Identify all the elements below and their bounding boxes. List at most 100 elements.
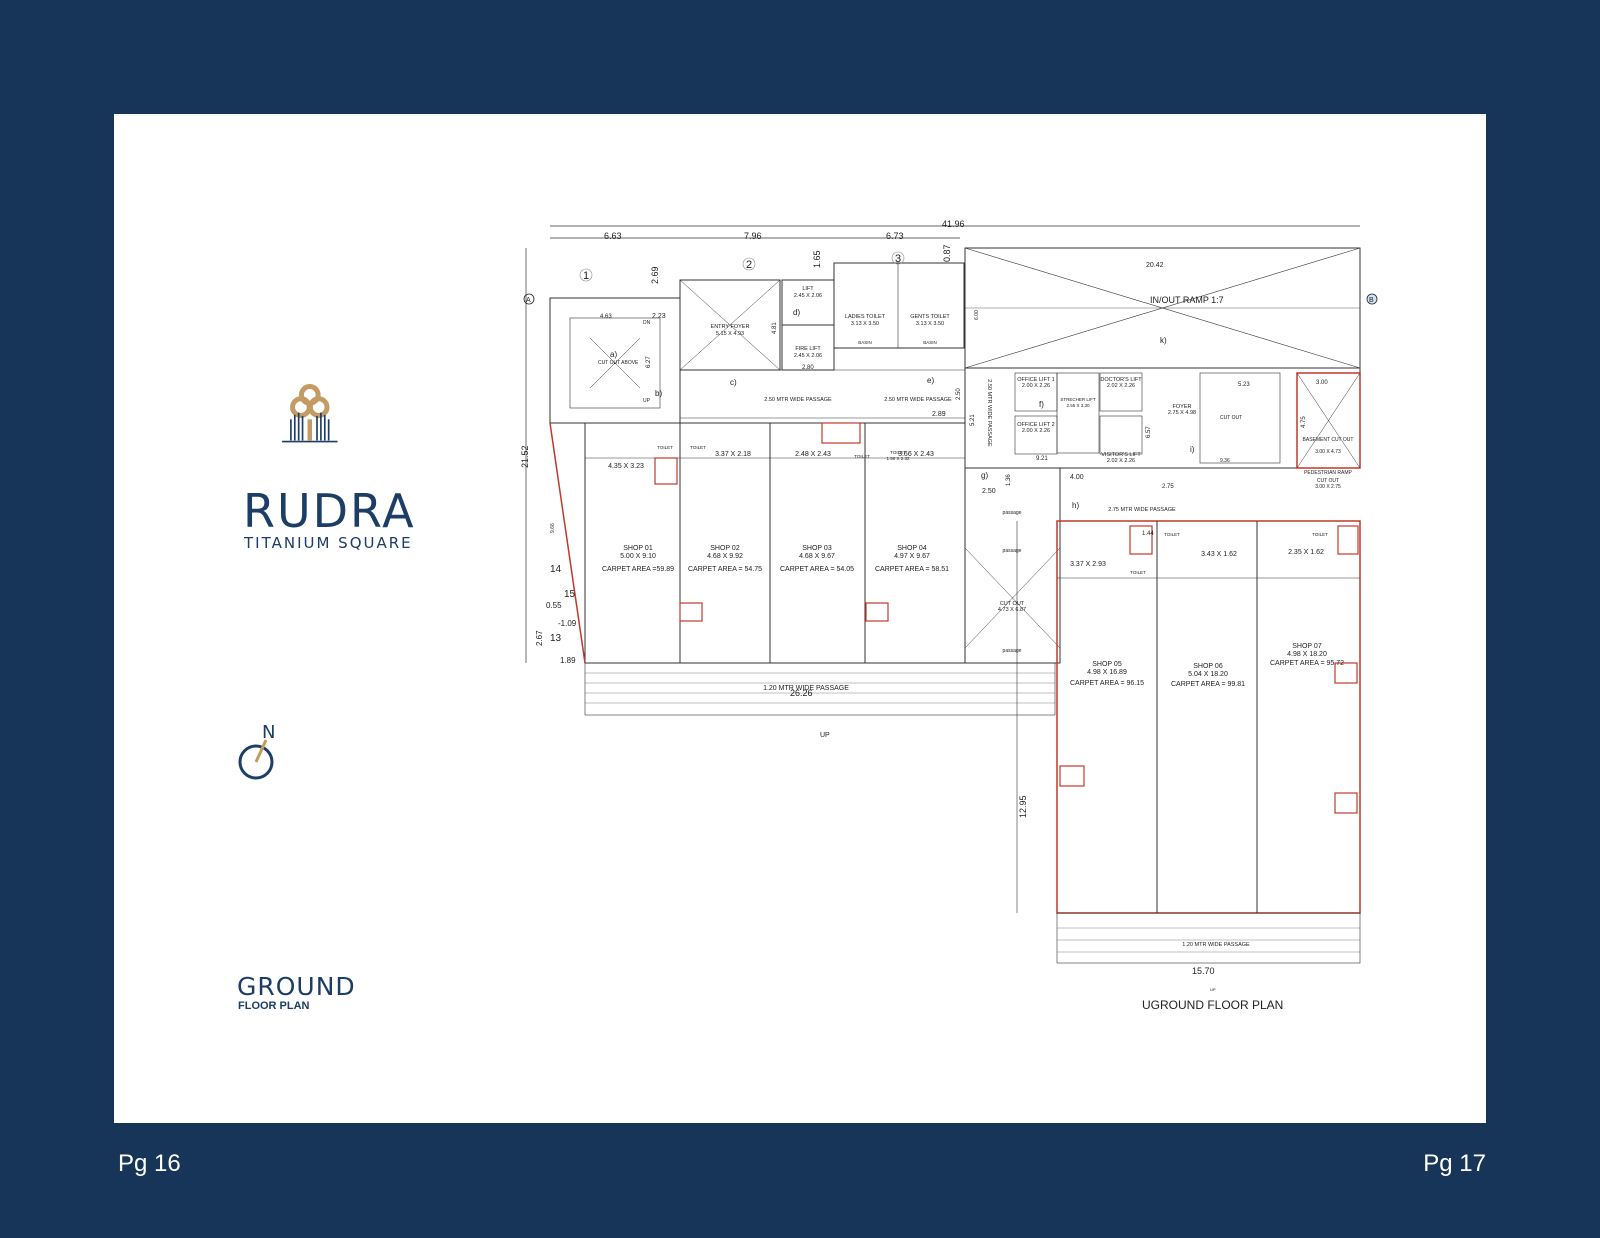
shop-3-carpet: CARPET AREA = 54.05 [780, 566, 854, 573]
zone-c: c) [730, 378, 737, 387]
dim-9-21: 9.21 [1036, 456, 1048, 462]
note-cut-out-above: CUT OUT ABOVE [598, 360, 639, 366]
shop-4-carpet: CARPET AREA = 58.51 [875, 566, 949, 573]
grid-marker-3: 3 [895, 253, 901, 265]
passage-note-1: passage [1003, 510, 1022, 516]
shop-3-size: 4.68 X 9.67 [799, 553, 835, 560]
zone-i: i) [1190, 445, 1195, 454]
shop-3-name: SHOP 03 [802, 545, 832, 552]
room-entry-foyer-name: ENTRY FOYER [711, 324, 750, 330]
small-room-1: 4.35 X 3.23 [608, 463, 644, 470]
dim-lower-wing-width: 15.70 [1192, 966, 1215, 976]
dim-6-00: 6.00 [974, 310, 980, 320]
passage-3: 2.50 MTR WIDE PASSAGE [986, 379, 992, 447]
room-toilet-small-6: TOILET [1312, 532, 1328, 537]
dim-4-00: 4.00 [1070, 474, 1084, 481]
shop-2-name: SHOP 02 [710, 545, 740, 552]
room-pedestrian-ramp-size: 3.00 X 2.75 [1315, 484, 1341, 490]
note-cut-out: CUT OUT [1220, 415, 1242, 421]
dim-4-75: 4.75 [1301, 416, 1307, 428]
room-lift-name: LIFT [802, 286, 814, 292]
grid-marker-13: 13 [550, 633, 562, 644]
up-label-1: UP [820, 732, 830, 739]
dim-2-50b: 2.50 [982, 488, 996, 495]
room-doctors-lift-name: DOCTOR'S LIFT [1100, 377, 1142, 383]
dim-0-55: 0.55 [546, 601, 562, 610]
dim-6-27: 6.27 [646, 356, 652, 368]
shop-1-name: SHOP 01 [623, 545, 653, 552]
dim-3-00: 3.00 [1316, 380, 1328, 386]
room-visitors-lift-size: 2.02 X 2.26 [1107, 458, 1135, 464]
note-dn: DN [643, 320, 651, 326]
shop-1-carpet: CARPET AREA =59.89 [602, 566, 674, 573]
room-basement-cut-out-size: 3.00 X 4.73 [1315, 449, 1341, 455]
room-gents-toilet-size: 3.13 X 3.50 [916, 321, 944, 327]
room-visitors-lift-name: VISITOR'S LIFT [1101, 452, 1141, 458]
small-room-6: 3.43 X 1.62 [1201, 551, 1237, 558]
ramp-label: IN/OUT RAMP 1:7 [1150, 295, 1224, 305]
shop-5-name: SHOP 05 [1092, 661, 1122, 668]
dim-ramp-width: 20.42 [1146, 262, 1164, 269]
shop-6-name: SHOP 06 [1193, 663, 1223, 670]
dim-6-57: 6.57 [1146, 426, 1152, 438]
dim-left-height: 21.52 [520, 445, 530, 468]
dim-1-09: -1.09 [558, 619, 577, 628]
grid-marker-15: 15 [564, 589, 576, 600]
shop-7-carpet: CARPET AREA = 95.72 [1270, 660, 1344, 667]
zone-a: a) [610, 350, 617, 359]
north-arrow-icon: N [238, 724, 275, 780]
up-label-2: UP [1210, 987, 1216, 992]
dim-seg-2: 7.96 [744, 231, 762, 241]
room-pedestrian-ramp-name: PEDESTRIAN RAMP [1304, 470, 1352, 476]
room-office-lift-2-name: OFFICE LIFT 2 [1017, 422, 1055, 428]
floor-title: GROUND [237, 972, 356, 1001]
room-ladies-toilet-size: 3.13 X 3.50 [851, 321, 879, 327]
room-cutout-mid-size: 4.73 X 6.87 [998, 607, 1026, 613]
dim-1-89: 1.89 [560, 656, 576, 665]
dim-4-63: 4.63 [600, 314, 612, 320]
dim-9-66: 9.66 [550, 523, 556, 533]
dim-2-75: 2.75 [1162, 484, 1174, 490]
room-office-lift-1-size: 2.00 X 2.26 [1022, 383, 1050, 389]
dim-2-50: 2.50 [956, 388, 962, 400]
room-strecher-lift-name: STRECHER LIFT [1060, 397, 1096, 402]
rudra-logo-icon [282, 384, 338, 443]
zone-e: e) [927, 376, 934, 385]
room-entry-foyer-size: 5.15 X 4.93 [716, 331, 744, 337]
room-doctors-lift-size: 2.02 X 2.26 [1107, 383, 1135, 389]
shop-5-carpet: CARPET AREA = 96.15 [1070, 680, 1144, 687]
zone-k: k) [1160, 336, 1167, 345]
zone-h: h) [1072, 501, 1079, 510]
dim-seg-5: 1.65 [812, 250, 822, 268]
room-pedestrian-ramp-note: CUT OUT [1317, 478, 1339, 484]
shop-7-name: SHOP 07 [1292, 643, 1322, 650]
small-room-4: 3.66 X 2.43 [898, 451, 934, 458]
floor-plan-drawing: 41.96 6.63 7.96 6.73 0.87 1.65 21.52 2.6… [520, 219, 1378, 1012]
brand-name: RUDRA [243, 484, 416, 538]
floor-subtitle: FLOOR PLAN [238, 1000, 310, 1012]
room-toilet-small-3: TOILET [854, 454, 870, 459]
room-strecher-lift-size: 2.55 X 3.30 [1066, 403, 1090, 408]
dim-1-36: 1.36 [1006, 474, 1012, 486]
compass-label: N [262, 724, 275, 743]
room-fire-lift-name: FIRE LIFT [795, 346, 821, 352]
room-lift-size: 2.45 X 2.06 [794, 293, 822, 299]
room-basin-2: BASIN [923, 340, 937, 345]
dim-lower-wing-height: 12.95 [1018, 795, 1028, 818]
dim-seg-4: 0.87 [942, 244, 952, 262]
note-up: UP [643, 398, 651, 404]
grid-marker-2: 2 [746, 259, 752, 271]
shop-7-size: 4.98 X 18.20 [1287, 651, 1327, 658]
room-handicap-toilet-size: 1.50 X 2.32 [886, 456, 910, 461]
passage-note-2: passage [1003, 548, 1022, 554]
room-office-lift-2-size: 2.00 X 2.26 [1022, 428, 1050, 434]
dim-2-89: 2.89 [932, 411, 946, 418]
zone-g: g) [981, 471, 988, 480]
grid-marker-1: 1 [583, 270, 589, 282]
passage-4: 2.75 MTR WIDE PASSAGE [1108, 507, 1176, 513]
brand-tagline: TITANIUM SQUARE [244, 534, 413, 552]
dim-2-23: 2.23 [652, 313, 666, 320]
dim-9-36: 9.36 [1220, 458, 1230, 464]
grid-marker-14: 14 [550, 564, 562, 575]
small-room-2: 3.37 X 2.18 [715, 451, 751, 458]
